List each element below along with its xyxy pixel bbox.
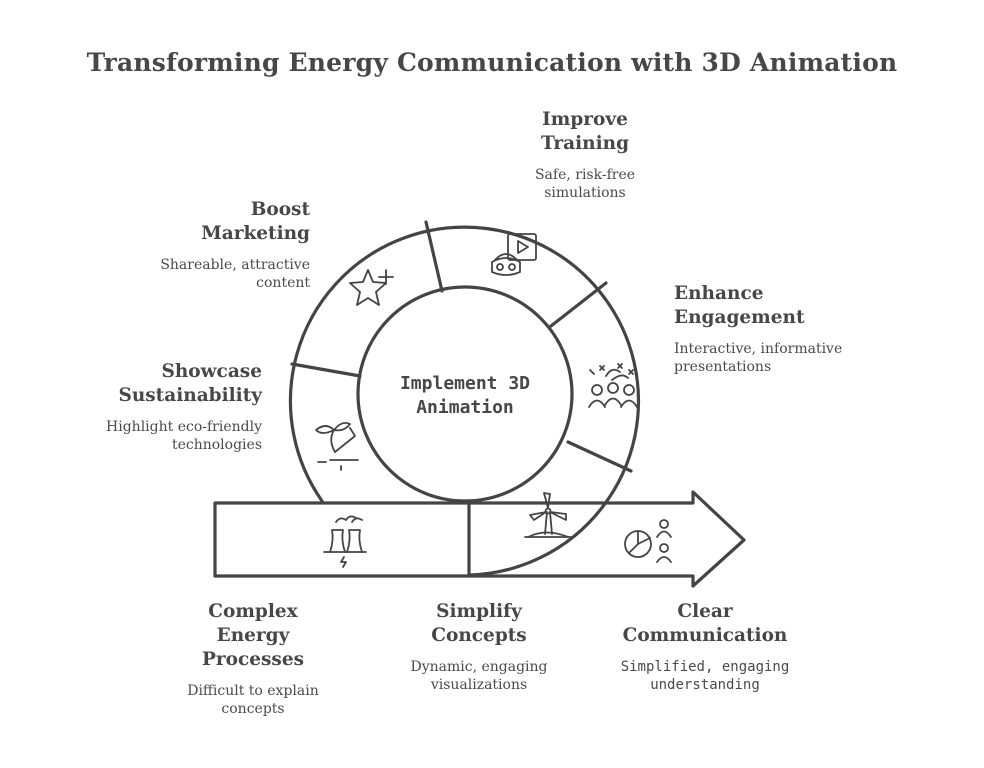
- segment-showcase-sustainability: Showcase Sustainability Highlight eco-fr…: [82, 360, 262, 454]
- desc-line: Shareable, attractive: [160, 257, 310, 273]
- ring-divider-lower-right: [566, 440, 633, 473]
- desc-line: presentations: [674, 359, 772, 375]
- segment-heading: Boost Marketing: [130, 198, 310, 246]
- desc-line: Dynamic, engaging: [410, 659, 548, 675]
- desc-line: visualizations: [430, 677, 528, 693]
- ring-divider-upper-right: [549, 281, 608, 328]
- wind-turbine-icon: [524, 492, 573, 538]
- desc-line: technologies: [171, 437, 262, 453]
- flow-heading: Complex Energy Processes: [170, 600, 336, 672]
- desc-line: content: [256, 275, 310, 291]
- flow-heading: Simplify Concepts: [390, 600, 568, 648]
- flow-heading: Clear Communication: [612, 600, 798, 648]
- heading-line: Clear: [677, 601, 733, 622]
- segment-description: Shareable, attractive content: [130, 256, 310, 292]
- flow-description: Simplified, engaging understanding: [612, 658, 798, 694]
- flow-simplify-concepts: Simplify Concepts Dynamic, engaging visu…: [390, 600, 568, 694]
- diagram-title: Transforming Energy Communication with 3…: [86, 48, 898, 77]
- heading-line: Complex: [208, 601, 298, 622]
- desc-line: concepts: [221, 701, 285, 717]
- heading-line: Boost: [250, 199, 310, 220]
- power-plant-icon: [323, 515, 367, 568]
- segment-heading: Improve Training: [510, 108, 660, 156]
- heading-line: Enhance: [674, 283, 764, 304]
- desc-line: Safe, risk-free: [534, 167, 636, 183]
- heading-line: Energy: [216, 625, 290, 646]
- pie-chart-people-icon: [624, 519, 672, 563]
- desc-line: Highlight eco-friendly: [106, 419, 262, 435]
- flow-description: Dynamic, engaging visualizations: [390, 658, 568, 694]
- center-label-line2: Animation: [416, 397, 514, 418]
- segment-enhance-engagement: Enhance Engagement Interactive, informat…: [674, 282, 874, 376]
- segment-description: Interactive, informative presentations: [674, 340, 874, 376]
- audience-icon: [588, 363, 638, 408]
- heading-line: Concepts: [431, 625, 527, 646]
- star-plus-icon: [349, 269, 394, 306]
- desc-line: simulations: [544, 185, 626, 201]
- ring-inner-circle: [356, 285, 574, 503]
- desc-line: understanding: [650, 677, 760, 693]
- ring-divider-top: [424, 220, 444, 293]
- heading-line: Showcase: [161, 361, 262, 382]
- heading-line: Engagement: [674, 307, 805, 328]
- plant-growth-icon: [315, 421, 359, 471]
- segment-description: Safe, risk-free simulations: [510, 166, 660, 202]
- flow-description: Difficult to explain concepts: [170, 682, 336, 718]
- desc-line: Difficult to explain: [187, 683, 319, 699]
- heading-line: Marketing: [201, 223, 310, 244]
- ring-outer-arc: [288, 225, 640, 577]
- center-label: Implement 3D Animation: [360, 372, 570, 420]
- segment-boost-marketing: Boost Marketing Shareable, attractive co…: [130, 198, 310, 292]
- desc-line: Simplified, engaging: [620, 659, 790, 675]
- desc-line: Interactive, informative: [674, 341, 843, 357]
- segment-improve-training: Improve Training Safe, risk-free simulat…: [510, 108, 660, 202]
- heading-line: Processes: [201, 649, 305, 670]
- ring-divider-left: [290, 362, 362, 378]
- heading-line: Improve: [542, 109, 628, 130]
- segment-heading: Enhance Engagement: [674, 282, 874, 330]
- flow-clear-communication: Clear Communication Simplified, engaging…: [612, 600, 798, 694]
- heading-line: Communication: [622, 625, 788, 646]
- heading-line: Simplify: [436, 601, 522, 622]
- segment-description: Highlight eco-friendly technologies: [82, 418, 262, 454]
- heading-line: Sustainability: [118, 385, 262, 406]
- center-label-line1: Implement 3D: [399, 373, 531, 394]
- segment-heading: Showcase Sustainability: [82, 360, 262, 408]
- heading-line: Training: [540, 133, 630, 154]
- vr-headset-video-icon: [491, 233, 537, 276]
- flow-complex-energy-processes: Complex Energy Processes Difficult to ex…: [170, 600, 336, 718]
- flow-arrow-shape: [213, 490, 746, 588]
